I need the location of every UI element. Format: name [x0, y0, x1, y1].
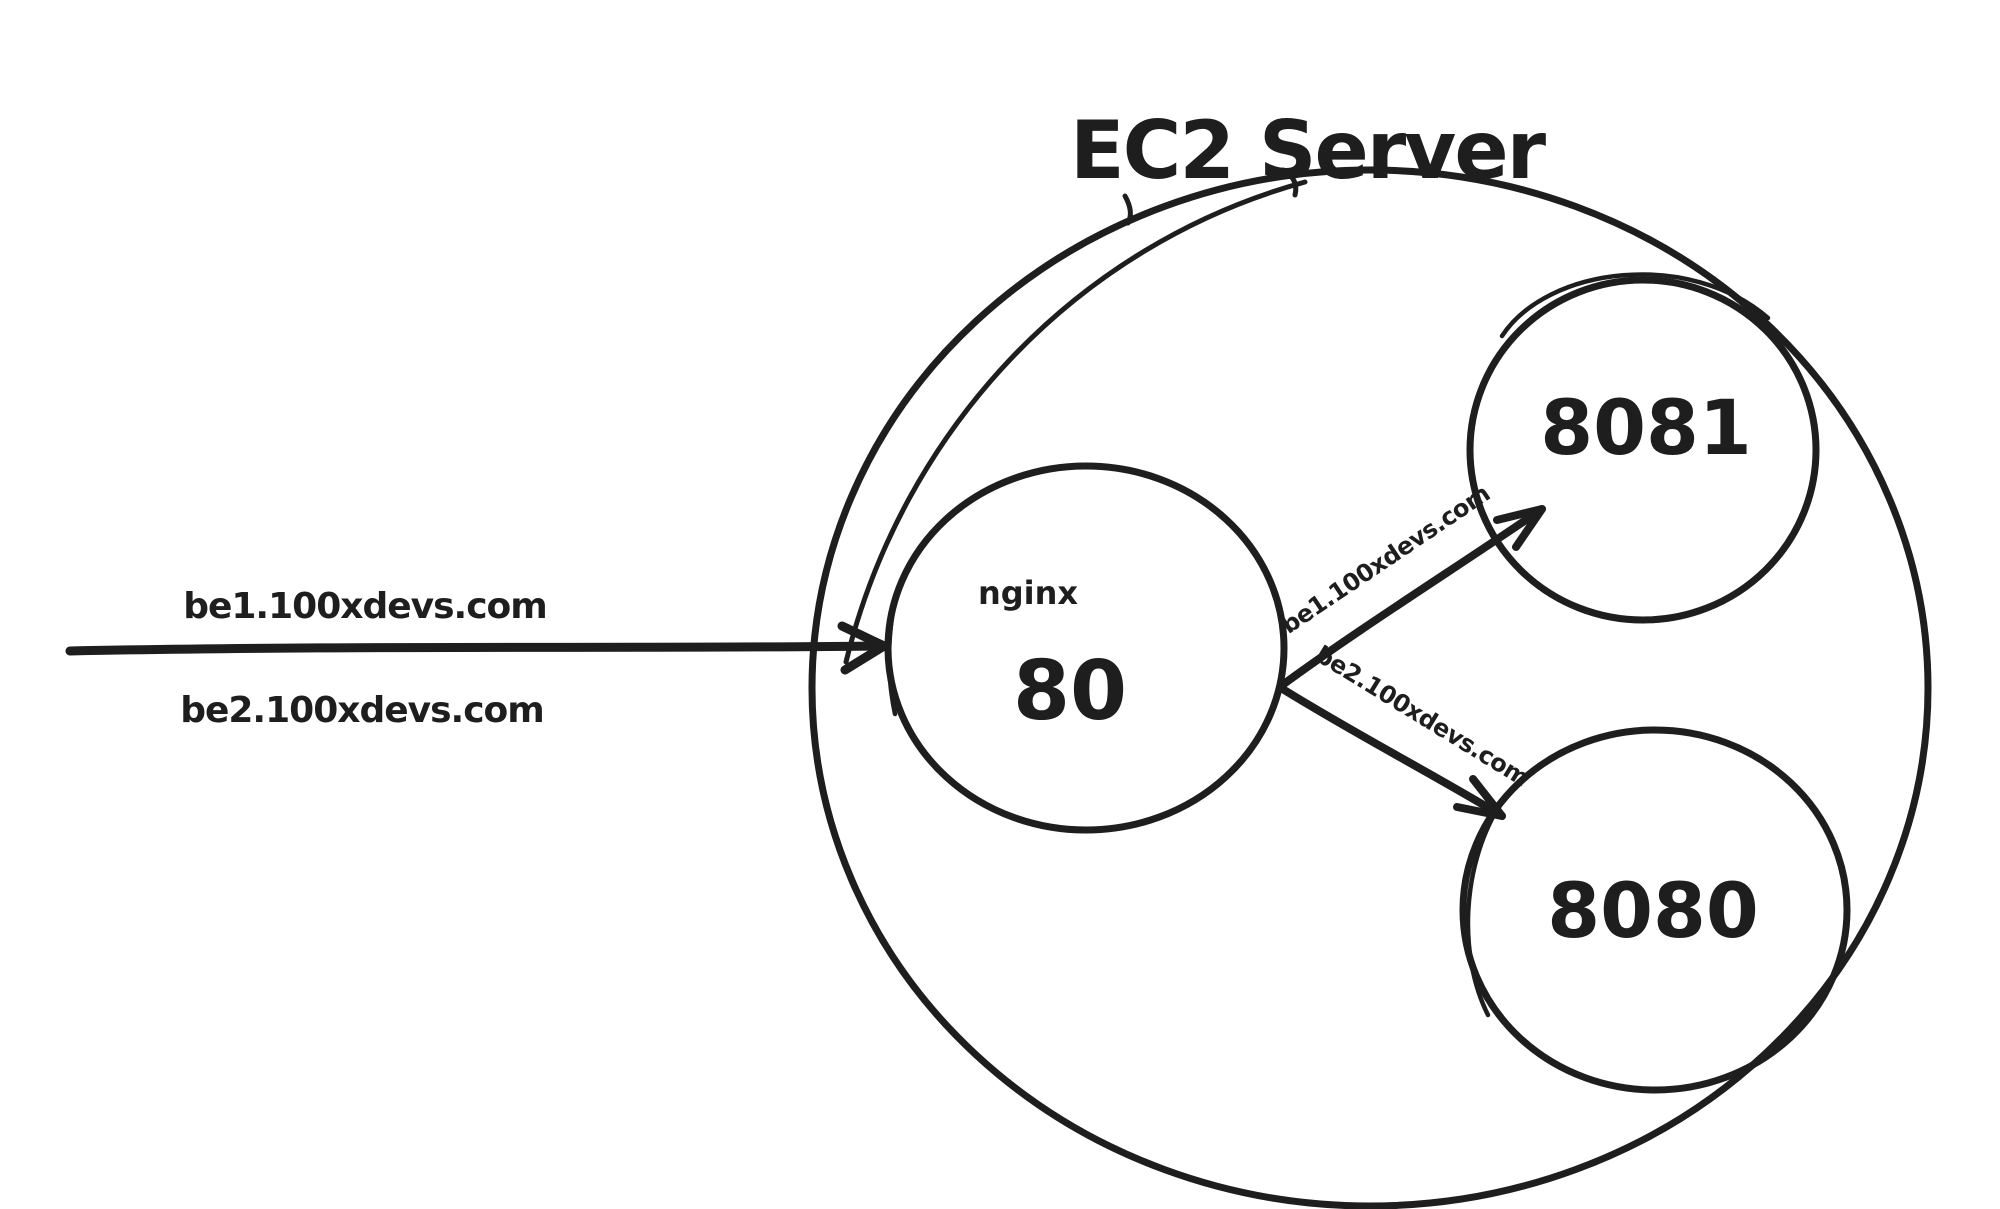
incoming-domain-bottom-label: be2.100xdevs.com	[180, 690, 544, 731]
backend-8080-circle	[1459, 726, 1851, 1094]
nginx-circle-sketch-stroke	[886, 593, 899, 717]
ec2-boundary-tick-left	[1122, 193, 1133, 226]
backend-8080-sketch-stroke	[1465, 805, 1501, 1018]
incoming-arrow-line	[65, 641, 889, 656]
diagram-title: EC2 Server	[1070, 104, 1547, 197]
nginx-node-label: nginx	[978, 574, 1078, 612]
ec2-boundary-sketch-stroke	[843, 179, 1308, 665]
ec2-server-boundary-circle	[808, 166, 1932, 1209]
arrow-to-8081-line	[1277, 505, 1546, 690]
incoming-arrow-head	[837, 621, 889, 675]
arrow-to-8080-line	[1277, 684, 1506, 820]
backend-8080-port-label: 8080	[1547, 866, 1759, 955]
nginx-port-label: 80	[1013, 644, 1127, 739]
arrow-to-8081-head	[1493, 505, 1546, 551]
backend-8081-circle	[1466, 276, 1820, 624]
backend-8081-sketch-stroke	[1499, 272, 1771, 339]
ec2-boundary-tick-right	[1280, 167, 1299, 198]
backend-8081-port-label: 8081	[1540, 383, 1752, 472]
arrow-to-8080-head	[1453, 775, 1506, 820]
incoming-domain-top-label: be1.100xdevs.com	[183, 586, 547, 627]
